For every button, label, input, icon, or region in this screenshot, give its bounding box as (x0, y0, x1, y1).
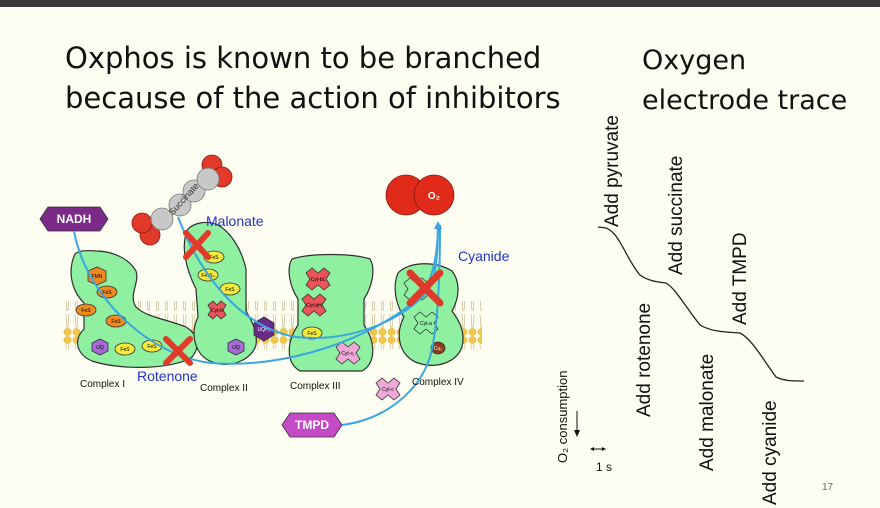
succinate-atom (168, 193, 192, 217)
oxygen-trace-line (597, 226, 805, 382)
page-number: 17 (822, 482, 834, 493)
uq-label-2: UQ (232, 345, 240, 351)
fes-label-4: FeS (120, 347, 130, 353)
fes-label-7: FeS (225, 287, 235, 293)
fes-label-6: FeS (209, 255, 219, 261)
trace-title-line-2: electrode trace (642, 85, 848, 116)
succinate-atom (196, 167, 220, 191)
cyt-a-label: Cyt-a (420, 321, 432, 327)
succinate-atom (131, 212, 153, 234)
label-add-cyanide: Add cyanide (760, 400, 781, 505)
cyt-c-cofactor (375, 377, 401, 401)
fes-cofactor-4 (114, 342, 136, 356)
fes-label-1: FeS (102, 290, 112, 296)
cyt-b-cofactor (207, 300, 227, 320)
o2-consumption-arrowhead (574, 430, 580, 437)
nadh-label: NADH (57, 212, 92, 226)
complex-ii-shape (183, 221, 257, 365)
fes-label-8: FeS (307, 331, 317, 337)
o2-label: O₂ (428, 191, 440, 202)
fes-cofactor-8 (301, 326, 323, 340)
cua-cofactor (430, 341, 446, 355)
uq-complex-i (91, 338, 109, 356)
cyt-a-cofactor (413, 311, 439, 335)
rotenone-label: Rotenone (137, 368, 198, 384)
cyt-c1-label: Cyt-c₁ (341, 351, 355, 357)
label-add-malonate: Add malonate (697, 353, 718, 471)
cyt-bh-label: Cyt-bH (306, 303, 322, 309)
complex-iii-shape (288, 253, 374, 372)
fes-label-5: FeS (147, 344, 157, 350)
cua-label: Cu₂ (434, 346, 442, 352)
uq-complex-ii (227, 338, 245, 356)
rotenone-block-icon (163, 336, 193, 366)
cyanide-block-icon (406, 269, 444, 307)
fes-label-2: FeS (81, 308, 91, 314)
cyanide-label: Cyanide (458, 248, 510, 264)
fmn-label: FMN (92, 274, 103, 280)
o2-atom (413, 174, 455, 216)
cyt-bh-cofactor (301, 293, 327, 317)
uq-label-1: UQ (96, 345, 104, 351)
oxphos-diagram: FMN FeS FeS FeS UQ FeS FeS FeS Fe₄S₄ FeS… (39, 154, 805, 474)
tmpd-label: TMPD (295, 418, 329, 432)
cyt-bl-cofactor (305, 267, 331, 291)
time-scale-arrowhead-right (602, 447, 606, 451)
uqh2-label: UQH₂ (257, 327, 270, 333)
malonate-block-icon (183, 230, 211, 260)
fes-label-3: FeS (111, 319, 121, 325)
fes-cofactor-2 (75, 303, 97, 317)
label-add-succinate: Add succinate (666, 155, 687, 275)
cyt-c-label: Cyt-c (382, 387, 394, 393)
succinate-atom (150, 207, 174, 231)
slide-title-line-1: Oxphos is known to be branched (65, 41, 542, 75)
label-add-tmpd: Add TMPD (730, 232, 751, 325)
slide: Oxphos is known to be branched because o… (0, 7, 880, 508)
slide-title-line-2: because of the action of inhibitors (65, 81, 561, 115)
trace-title-line-1: Oxygen (642, 45, 747, 76)
time-scale-arrowhead-left (590, 447, 594, 451)
time-scale-label: 1 s (596, 460, 612, 474)
cyt-c1-cofactor (335, 341, 361, 365)
nadh-badge (39, 206, 109, 232)
label-add-pyruvate: Add pyruvate (602, 115, 623, 227)
label-add-rotenone: Add rotenone (634, 302, 655, 417)
complex-ii-label: Complex II (200, 383, 248, 394)
malonate-label: Malonate (206, 213, 264, 229)
complex-i-label: Complex I (80, 379, 125, 390)
o2-consumption-label: O₂ consumption (555, 370, 570, 463)
complex-iii-label: Complex III (290, 381, 341, 392)
cyt-bl-label: Cyt-bL (311, 277, 326, 283)
complex-iv-label: Complex IV (412, 377, 464, 388)
cyt-b-label: Cyt-b (211, 308, 223, 314)
